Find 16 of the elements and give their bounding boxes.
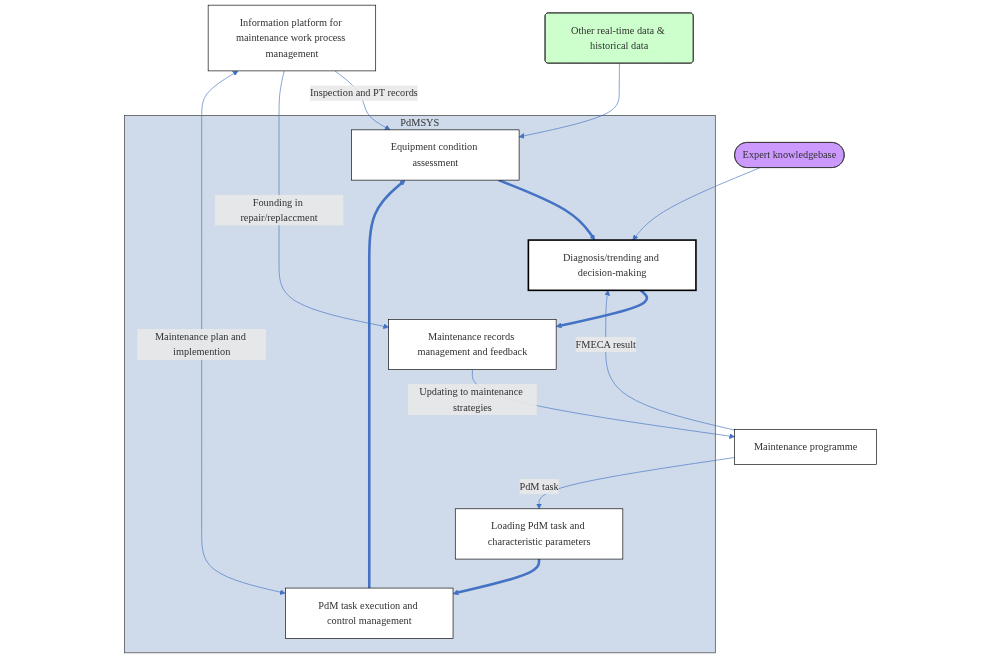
node-box: Maintenance records management and feedback: [388, 319, 557, 370]
node-box: PdM task execution and control management: [285, 587, 454, 639]
edge-label: Founding in repair/replaccment: [240, 196, 318, 223]
edge-label: Inspection and PT records: [310, 87, 418, 99]
node-box: Information platform for maintenance work process management: [207, 4, 377, 72]
node-box: Loading PdM task and characteristic parameters: [454, 508, 624, 560]
edge-label: FMECA result: [575, 338, 636, 350]
arrow: [367, 179, 406, 589]
edge-label: PdM task: [519, 480, 559, 492]
arrow: [555, 289, 649, 329]
node-box: Equipment condition assessment: [351, 129, 520, 181]
edge-label: Maintenance plan and implemention: [154, 330, 246, 358]
node-box: Maintenance programme: [734, 429, 877, 465]
arrow: [452, 559, 541, 596]
edge-label: Updating to maintenance strategies: [419, 386, 523, 413]
node-box: Diagnosis/trending and decision-making: [527, 239, 697, 292]
